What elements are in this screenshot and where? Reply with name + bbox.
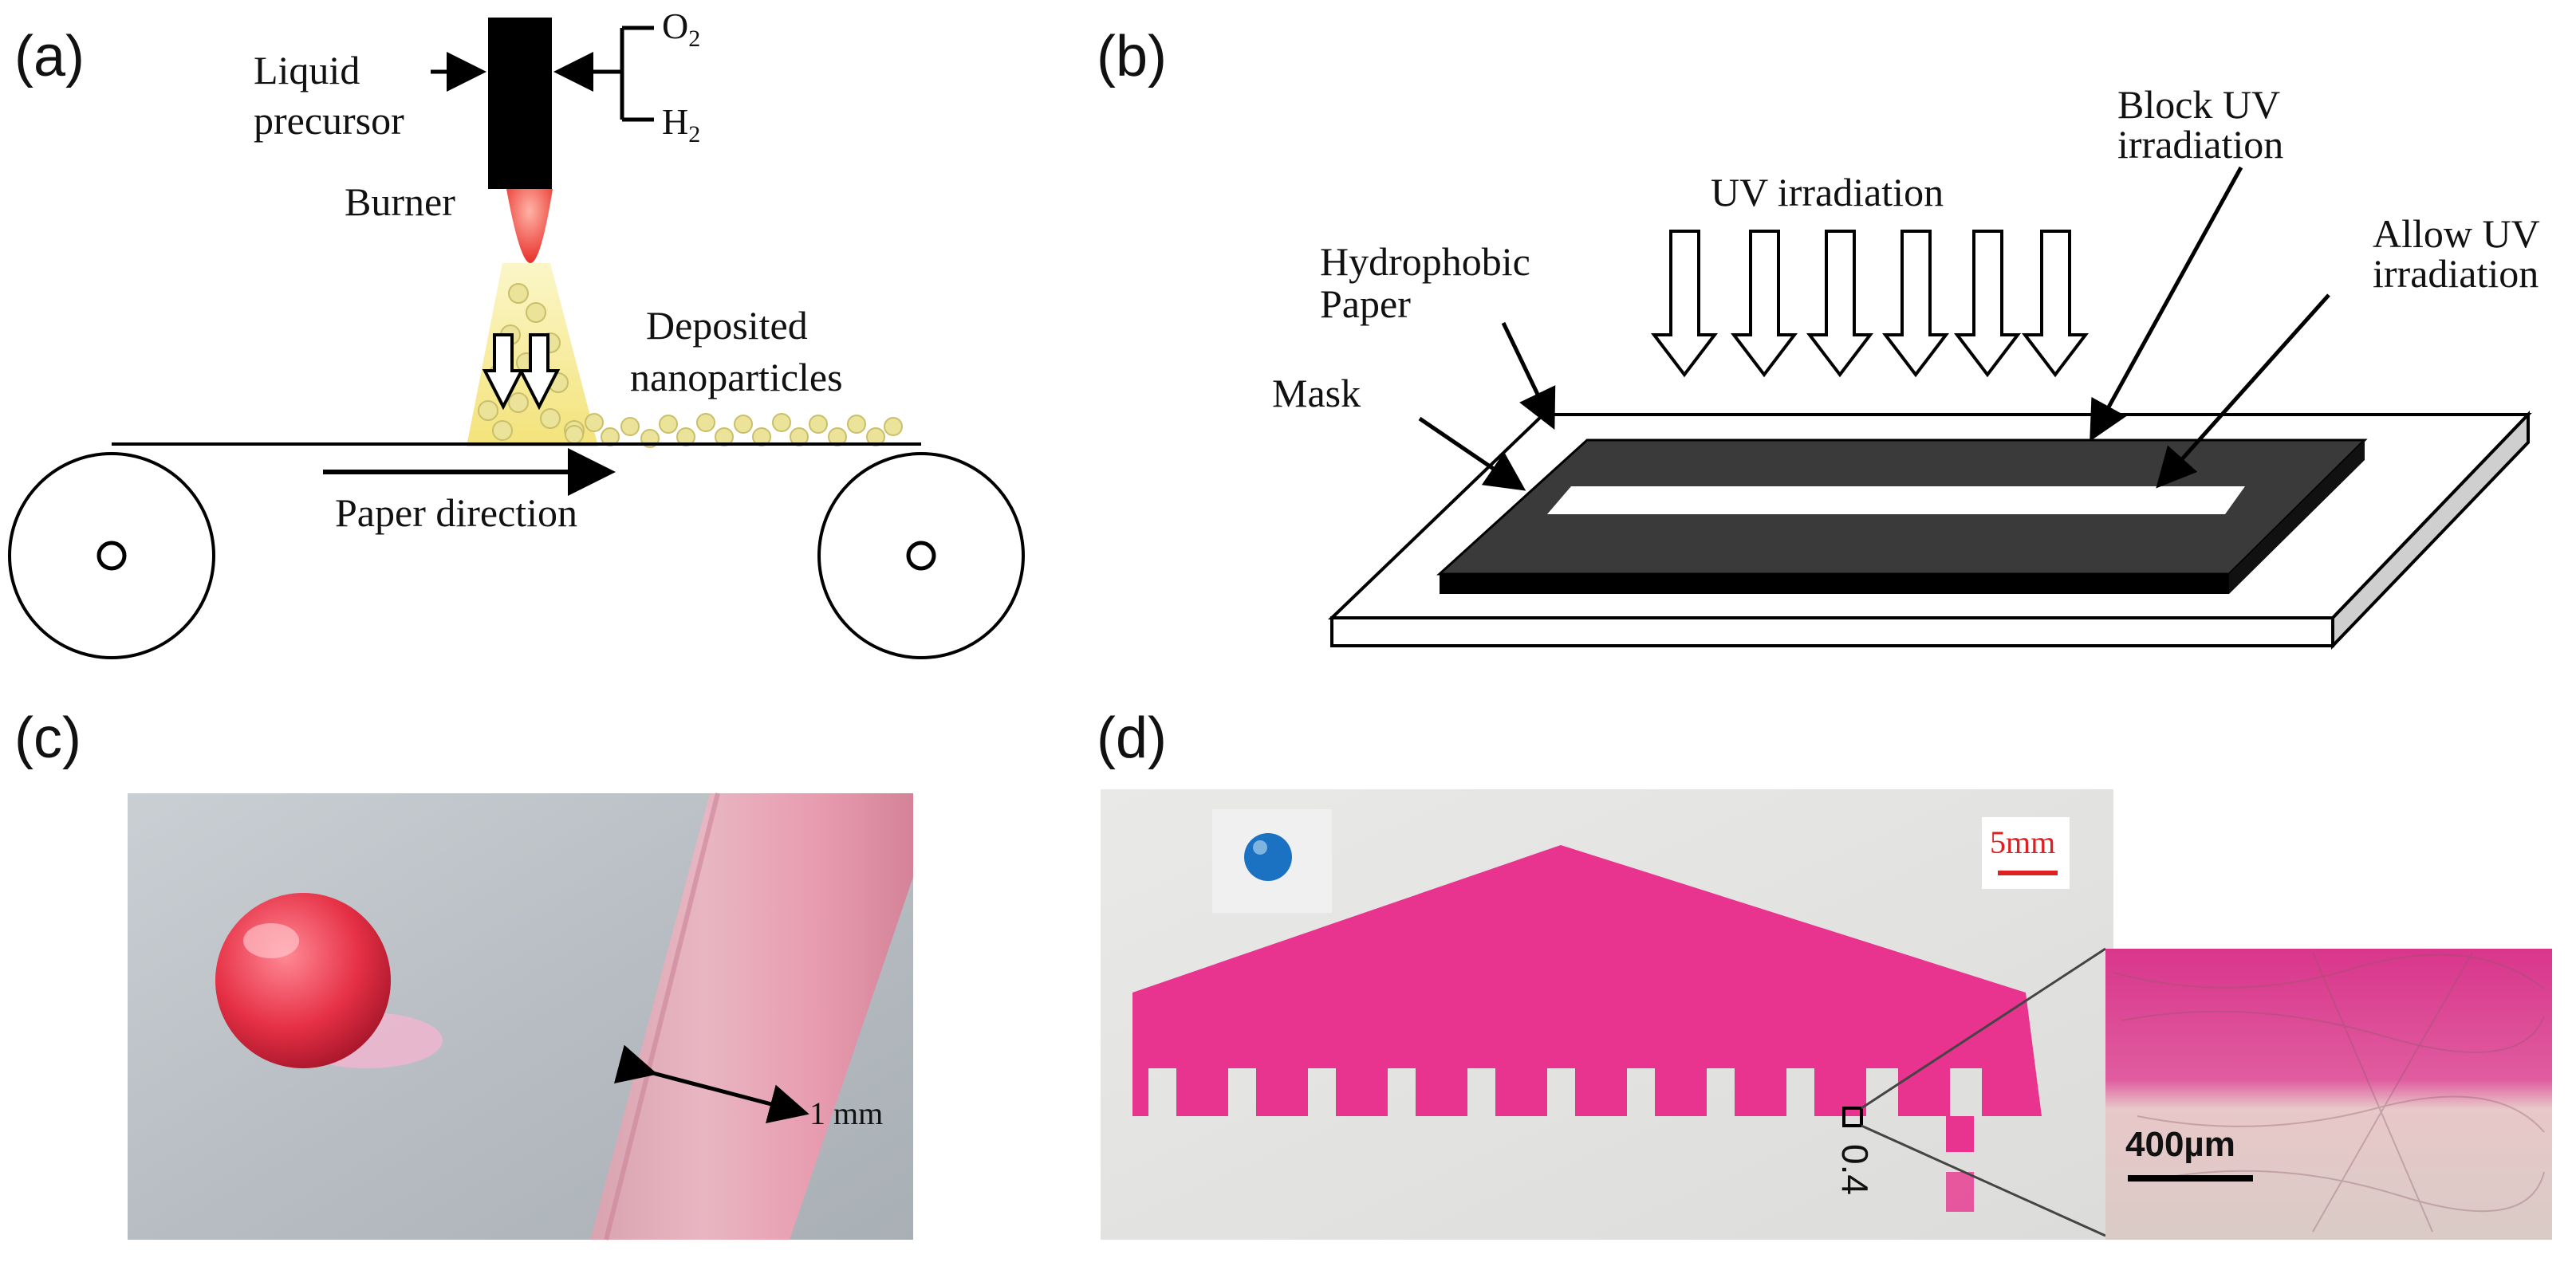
hydrophobic-arrow — [1501, 321, 1556, 431]
roller-right-hub — [906, 541, 936, 571]
mask-label: Mask — [1272, 371, 1361, 415]
mask-front — [1440, 574, 2229, 594]
block-uv-label: Block UV — [2117, 82, 2280, 127]
down-arrow-icon — [482, 333, 561, 411]
paper-channel — [590, 793, 913, 1240]
panel-d: (d) 5mm 0.4 400µm — [1097, 706, 2552, 1240]
pattern-stub — [1946, 1116, 1974, 1152]
panel-a: (a) O2 H2 Liquid precursor Burner De — [8, 6, 1025, 659]
droplet-highlight — [243, 923, 299, 958]
paper-label: Paper — [1320, 281, 1411, 326]
zoom-line-top — [1861, 947, 2106, 1110]
channel-edge — [604, 792, 720, 1241]
uv-irradiation-label: UV irradiation — [1711, 170, 1944, 214]
burner-label: Burner — [345, 179, 455, 224]
micrograph-inset — [2105, 949, 2552, 1240]
flame — [506, 189, 553, 263]
panel-d-label: (d) — [1097, 706, 1167, 770]
uv-arrow-icon — [1650, 230, 2090, 378]
h2-label: H2 — [662, 101, 700, 147]
panel-a-label: (a) — [14, 25, 85, 88]
fiber-texture — [2113, 952, 2545, 1233]
pattern-stub-2 — [1946, 1172, 1974, 1212]
panel-b-label: (b) — [1097, 25, 1167, 88]
o2-label: O2 — [662, 6, 700, 52]
liquid-label: Liquid — [254, 48, 360, 92]
blue-droplet-highlight — [1253, 840, 1267, 855]
precursor-label: precursor — [254, 98, 404, 143]
mask-opening — [1547, 486, 2245, 514]
panel-c-label: (c) — [14, 706, 81, 770]
paper-side — [2331, 411, 2530, 650]
paper-direction-label: Paper direction — [335, 490, 577, 535]
block-uv-label-2: irradiation — [2117, 122, 2283, 167]
panel-c: (c) 1 mm — [14, 706, 913, 1241]
paper-front — [1330, 616, 2334, 647]
deposited-particles — [565, 413, 903, 448]
gas-bracket — [606, 26, 654, 122]
block-uv-arrow — [2090, 166, 2243, 442]
hydrophobic-label: Hydrophobic — [1320, 239, 1530, 284]
width-label: 1 mm — [809, 1095, 883, 1131]
water-droplet — [215, 893, 391, 1068]
channel-width-label: 0.4 — [1834, 1144, 1876, 1195]
scale-bar-box — [1982, 817, 2070, 889]
allow-uv-label: Allow UV — [2373, 211, 2540, 256]
blue-droplet — [1244, 833, 1292, 881]
deposited-label: Deposited — [646, 303, 808, 348]
panel-b: (b) UV irradiation Block UV irradiation … — [1097, 25, 2540, 650]
zoom-line-bottom — [1861, 1124, 2106, 1237]
scale-bar-label: 5mm — [1990, 824, 2055, 860]
nanoparticles-label: nanoparticles — [630, 355, 843, 399]
allow-uv-arrow — [2156, 293, 2330, 489]
inset-scale-label: 400µm — [2125, 1125, 2235, 1164]
roller-left-hub — [97, 541, 127, 571]
burner-body — [488, 18, 552, 189]
zoom-marker — [1842, 1107, 1863, 1127]
width-arrow — [613, 1044, 809, 1123]
paper-pattern — [1132, 845, 2042, 1116]
mask-side — [2229, 440, 2365, 594]
mask-arrow — [1418, 416, 1526, 491]
allow-uv-label-2: irradiation — [2373, 251, 2539, 296]
